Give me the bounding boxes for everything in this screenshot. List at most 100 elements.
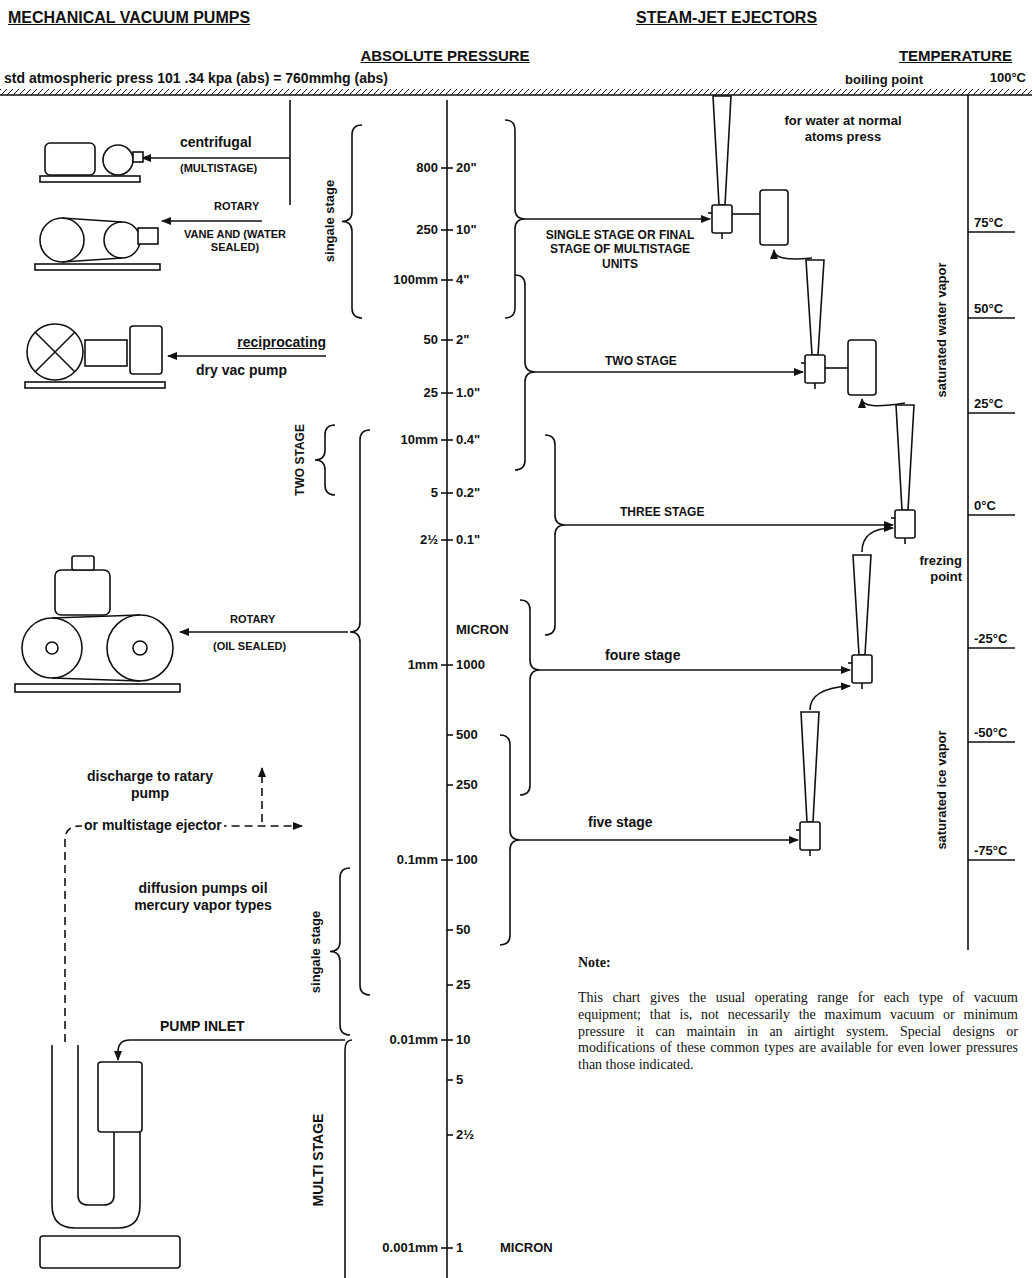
- chart-label: 250: [456, 777, 478, 793]
- chart-label: 0.1mm: [397, 852, 438, 868]
- chart-label: frezing point: [900, 553, 962, 584]
- pointer-arrow: [520, 839, 798, 841]
- stage-arrow: [862, 399, 905, 406]
- scale-tick: [447, 1247, 453, 1249]
- chart-label: 50°C: [974, 301, 1003, 317]
- scale-tick: [447, 859, 453, 861]
- pointer-arrow: [162, 220, 262, 222]
- ejector-steam-inlet: [721, 233, 723, 239]
- chart-label: 10: [456, 1032, 470, 1048]
- chart-label: 50: [456, 922, 470, 938]
- scale-tick: [447, 167, 453, 169]
- pointer-arrow: [540, 669, 850, 671]
- discharge-arrow: [65, 826, 302, 1042]
- chart-label: saturated water vapor: [934, 262, 950, 397]
- chart-label: five stage: [588, 814, 653, 831]
- chart-label: 100°C: [990, 70, 1026, 86]
- chart-label: -25°C: [974, 631, 1007, 647]
- condenser: [760, 190, 788, 245]
- cylinder-head: [130, 326, 162, 374]
- chart-label: 1: [456, 1240, 463, 1256]
- pump-base: [35, 264, 160, 270]
- heater-base: [40, 1236, 180, 1268]
- chart-label: THREE STAGE: [620, 505, 704, 519]
- ejector-diffuser: [896, 405, 914, 510]
- temperature-tick: [968, 514, 1015, 516]
- pointer-arrow: [168, 355, 326, 357]
- chart-label: 10mm: [400, 432, 438, 448]
- chart-label: MICRON: [500, 1240, 553, 1256]
- drive-wheel: [40, 218, 84, 262]
- chart-label: singale stage: [308, 911, 324, 993]
- chart-label: 0°C: [974, 498, 996, 514]
- scale-tick: [447, 492, 453, 494]
- ejector-steam-inlet: [861, 683, 863, 689]
- chart-label: boiling point: [845, 72, 923, 88]
- scale-tick: [441, 339, 447, 341]
- chart-label: -75°C: [974, 843, 1007, 859]
- chart-label: 1mm: [408, 657, 438, 673]
- motor: [55, 570, 110, 615]
- chart-label: diffusion pumps oil mercury vapor types: [128, 880, 278, 914]
- chart-label: 50: [424, 332, 438, 348]
- scale-tick: [447, 784, 453, 786]
- ejector-steam-inlet: [809, 850, 811, 856]
- flywheel-spoke: [35, 332, 75, 372]
- pipe: [732, 213, 760, 215]
- cylinder: [85, 340, 127, 366]
- chart-label: 25°C: [974, 396, 1003, 412]
- chart-label: (MULTISTAGE): [180, 162, 257, 175]
- section-heading: MECHANICAL VACUUM PUMPS: [8, 8, 250, 27]
- scale-tick: [441, 664, 447, 666]
- chart-label: 500: [456, 727, 478, 743]
- scale-tick: [447, 664, 453, 666]
- scale-tick: [447, 984, 453, 986]
- chart-label: 2": [456, 332, 469, 348]
- chart-label: MICRON: [456, 622, 509, 638]
- hub: [46, 642, 58, 654]
- chart-label: 0.4": [456, 432, 480, 448]
- scale-tick: [447, 539, 453, 541]
- chart-label: -50°C: [974, 725, 1007, 741]
- chart-label: 5: [431, 485, 438, 501]
- chart-label: std atmospheric press 101 .34 kpa (abs) …: [4, 70, 388, 87]
- chart-label: 0.1": [456, 532, 480, 548]
- drive-wheel: [22, 618, 82, 678]
- pipe: [825, 367, 848, 369]
- scale-tick: [447, 392, 453, 394]
- pointer-arrow: [535, 371, 803, 373]
- scale-tick: [441, 439, 447, 441]
- chart-label: 800: [416, 160, 438, 176]
- stage-arrow: [810, 686, 850, 710]
- scale-tick: [441, 167, 447, 169]
- chart-label: 1.0": [456, 385, 480, 401]
- chart-label: 0.001mm: [382, 1240, 438, 1256]
- ejector-body: [895, 510, 915, 538]
- ejector-body: [712, 205, 732, 233]
- chart-label: TWO STAGE: [293, 424, 307, 496]
- scale-tick: [441, 539, 447, 541]
- range-brace: [315, 425, 335, 495]
- inlet-arrow: [118, 1040, 345, 1060]
- chart-label: 0.01mm: [390, 1032, 438, 1048]
- chart-label: PUMP INLET: [160, 1018, 245, 1035]
- temperature-tick: [968, 231, 1015, 233]
- temperature-tick: [968, 647, 1015, 649]
- motor: [45, 143, 95, 175]
- range-brace: [330, 868, 350, 1035]
- ejector-diffuser: [713, 96, 731, 205]
- note-text: This chart gives the usual operating ran…: [578, 990, 1018, 1074]
- belt: [62, 258, 122, 262]
- flywheel: [107, 615, 173, 681]
- scale-tick: [447, 229, 453, 231]
- ejector-diffuser: [801, 712, 819, 822]
- range-brace: [500, 735, 520, 945]
- chart-label: 5: [456, 1072, 463, 1088]
- chart-label: dry vac pump: [196, 362, 287, 379]
- pointer-arrow: [180, 631, 348, 633]
- scale-tick: [441, 859, 447, 861]
- ground-hatch: [0, 89, 1032, 95]
- axis-title: ABSOLUTE PRESSURE: [360, 47, 529, 65]
- scale-tick: [441, 1039, 447, 1041]
